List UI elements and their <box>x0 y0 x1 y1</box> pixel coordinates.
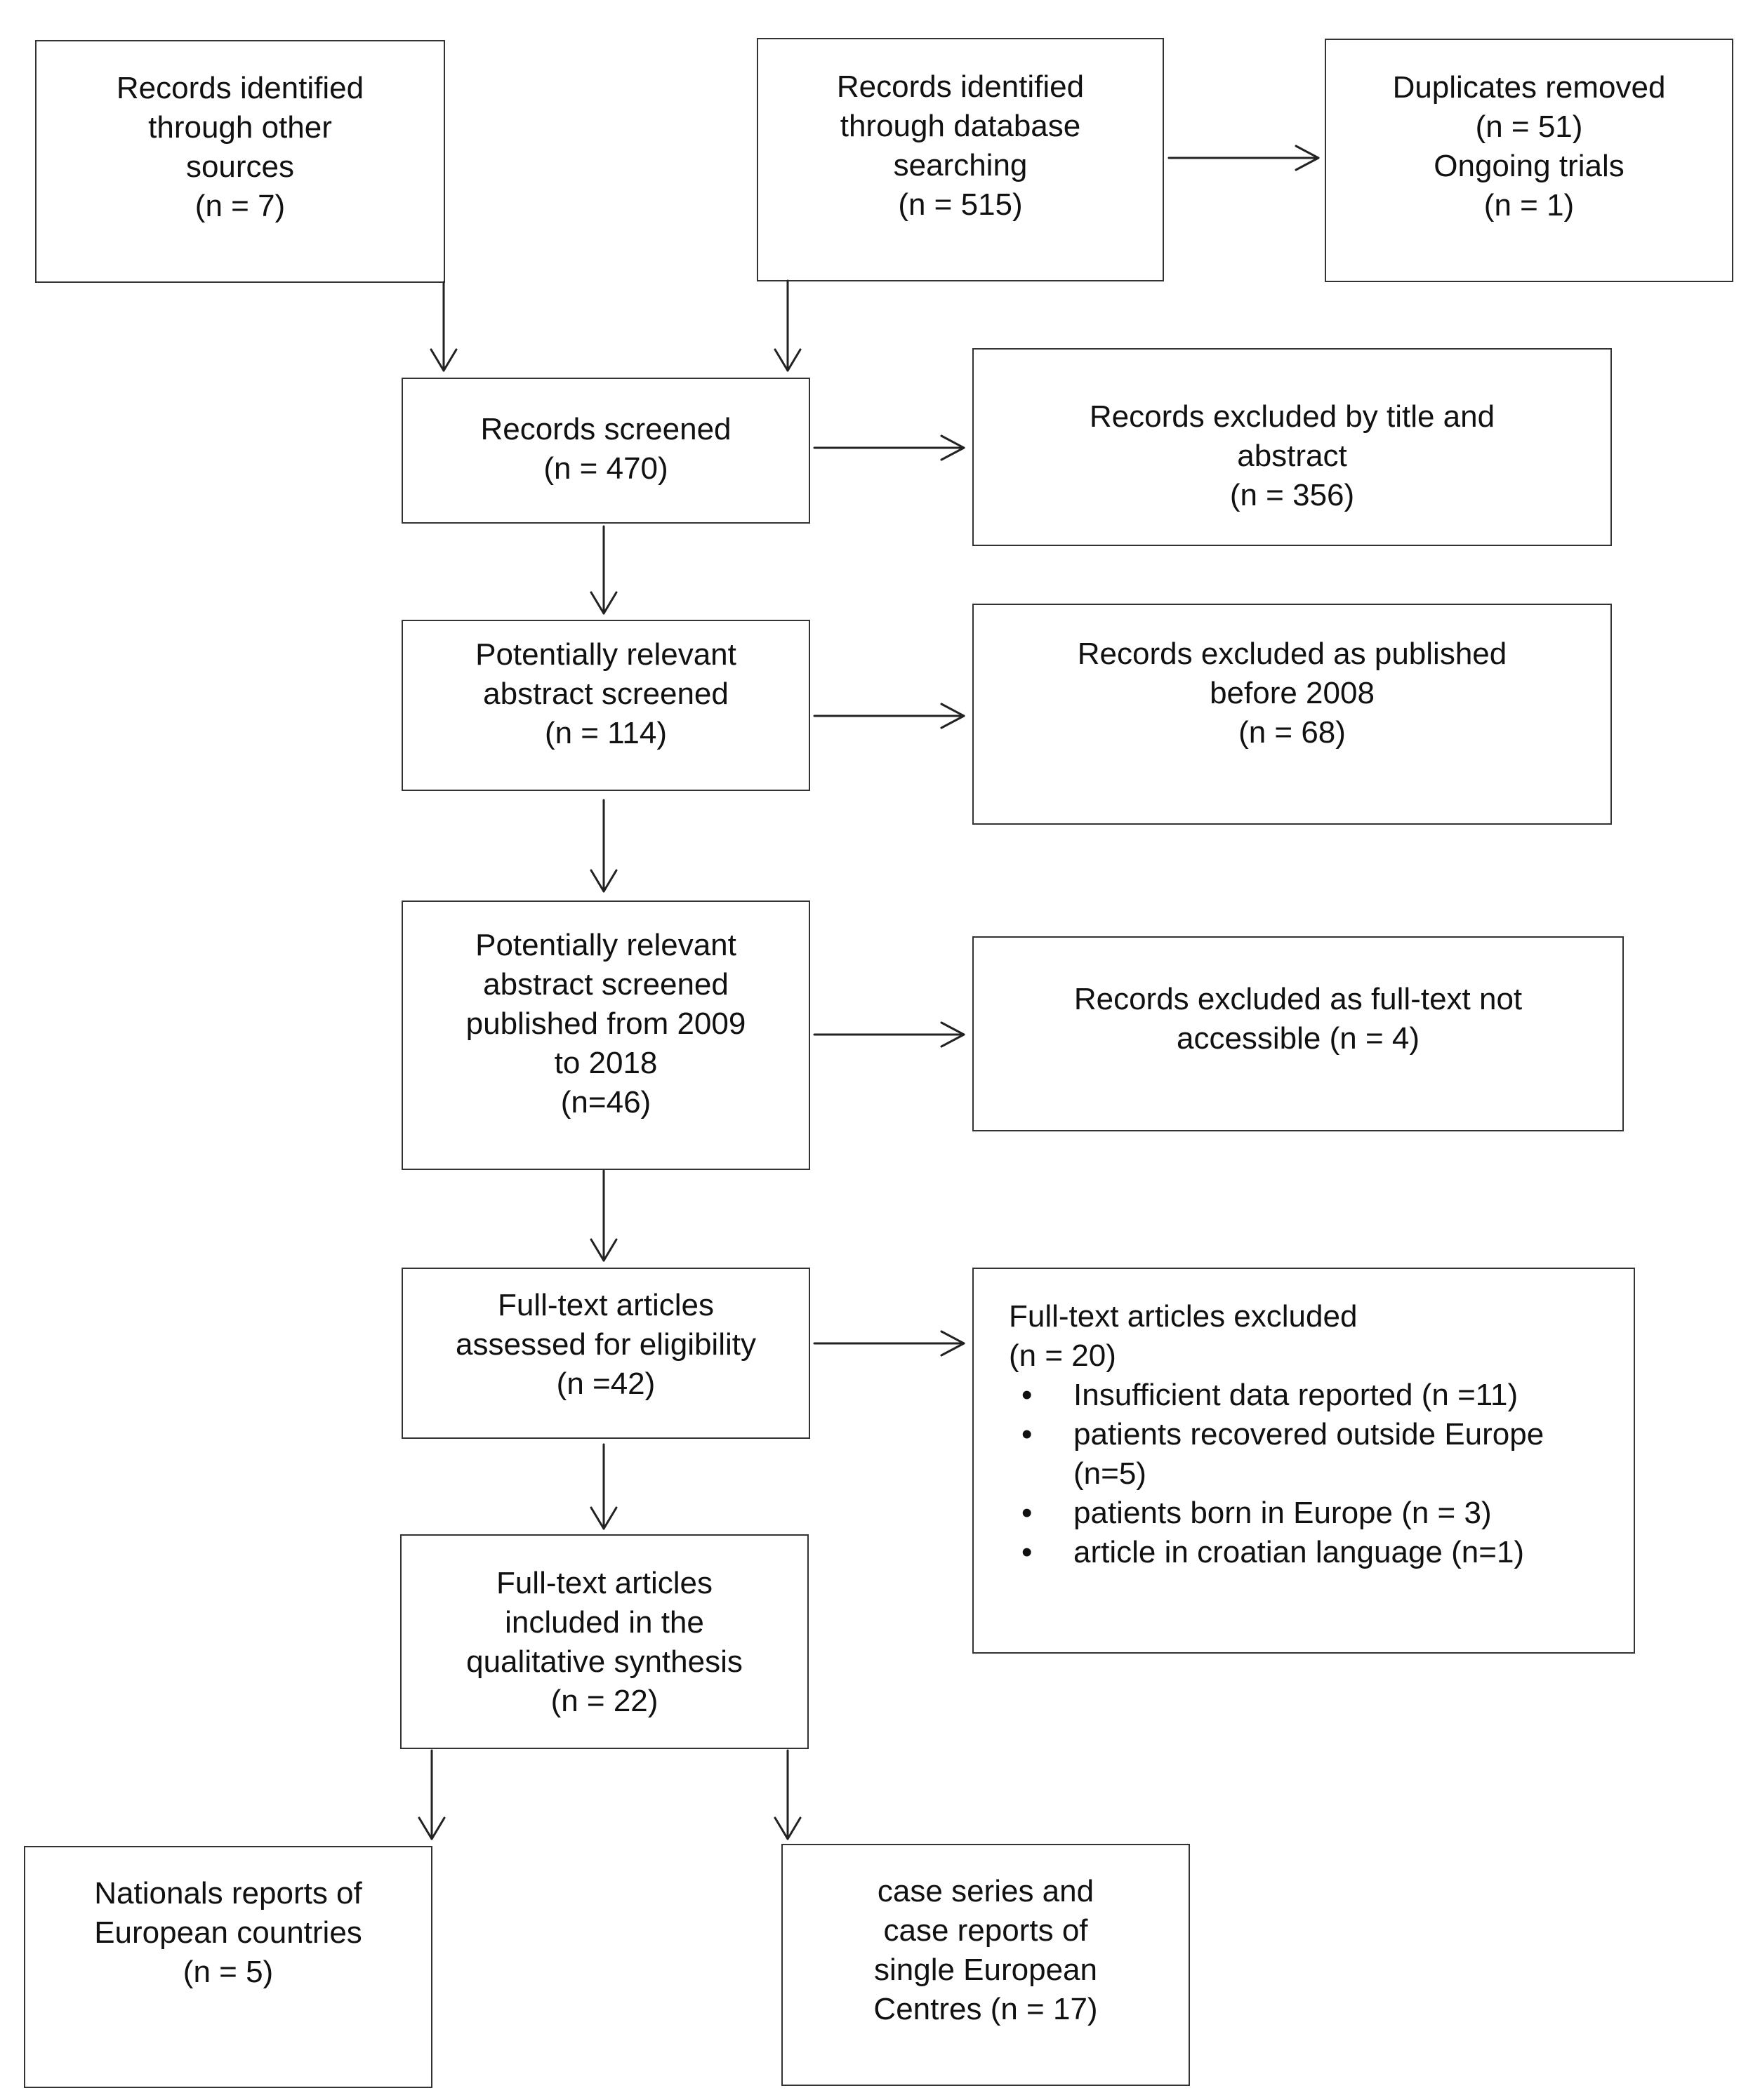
exclusion-reason: article in croatian language (n=1) <box>1009 1533 1544 1572</box>
relevant-line-1: Potentially relevant <box>475 637 736 672</box>
exclusion-reason: patients recovered outside Europe (n=5) <box>1009 1415 1544 1494</box>
potentially-relevant-box: Potentially relevant abstract screened (… <box>402 620 810 791</box>
arrow-relevant-to-relevant-2009 <box>590 799 618 893</box>
excluded-fulltext-line-2: accessible (n = 4) <box>1176 1021 1420 1056</box>
excluded-before-2008-box: Records excluded as published before 200… <box>972 604 1612 825</box>
case-series-box: case series and case reports of single E… <box>781 1844 1190 2086</box>
fulltext-excluded-count: (n = 20) <box>1009 1338 1116 1373</box>
eligibility-box: Full-text articles assessed for eligibil… <box>402 1268 810 1439</box>
arrow-relevant-2009-to-excluded-fulltext <box>813 1021 965 1048</box>
other-sources-box: Records identified through other sources… <box>35 40 445 283</box>
arrow-screened-to-excluded <box>813 434 965 461</box>
arrow-eligibility-to-fulltext-excluded <box>813 1330 965 1357</box>
case-series-line-4: Centres (n = 17) <box>873 1992 1098 2026</box>
excluded-title-abstract-box: Records excluded by title and abstract (… <box>972 348 1612 546</box>
fulltext-excluded-box: Full-text articles excluded (n = 20) Ins… <box>972 1268 1635 1654</box>
arrow-relevant-2009-to-eligibility <box>590 1169 618 1262</box>
excluded-2008-line-1: Records excluded as published <box>1077 637 1507 671</box>
eligibility-line-1: Full-text articles <box>497 1288 715 1322</box>
exclusion-reason: patients born in Europe (n = 3) <box>1009 1494 1544 1533</box>
database-search-box: Records identified through database sear… <box>757 38 1164 281</box>
relevant-2009-line-4: to 2018 <box>554 1046 658 1080</box>
excluded-2008-line-3: (n = 68) <box>1238 715 1346 750</box>
eligibility-line-3: (n =42) <box>556 1367 656 1401</box>
case-series-line-3: single European <box>873 1953 1097 1987</box>
duplicates-line-1: Duplicates removed <box>1392 69 1666 105</box>
relevant-line-3: (n = 114) <box>544 716 668 750</box>
duplicates-removed-box: Duplicates removed (n = 51) Ongoing tria… <box>1325 39 1733 282</box>
relevant-line-2: abstract screened <box>483 677 729 711</box>
national-line-2: European countries <box>94 1915 362 1950</box>
relevant-2009-line-3: published from 2009 <box>465 1006 746 1041</box>
duplicates-line-4: (n = 1) <box>1483 187 1575 222</box>
excluded-title-line-1: Records excluded by title and <box>1089 399 1495 434</box>
exclusion-reasons-list: Insufficient data reported (n =11) patie… <box>1009 1376 1544 1572</box>
arrow-screened-to-relevant <box>590 525 618 615</box>
database-line-4: (n = 515) <box>898 187 1023 222</box>
records-screened-box: Records screened (n = 470) <box>402 378 810 524</box>
fulltext-excluded-title: Full-text articles excluded <box>1009 1299 1358 1334</box>
excluded-2008-line-2: before 2008 <box>1210 676 1375 710</box>
arrow-database-to-screened <box>774 279 802 372</box>
eligibility-line-2: assessed for eligibility <box>456 1327 756 1362</box>
arrow-eligibility-to-included <box>590 1443 618 1530</box>
excluded-fulltext-not-accessible-box: Records excluded as full-text not access… <box>972 936 1624 1131</box>
national-reports-box: Nationals reports of European countries … <box>24 1846 432 2088</box>
arrow-other-to-screened <box>430 281 458 372</box>
relevant-2009-2018-box: Potentially relevant abstract screened p… <box>402 901 810 1170</box>
relevant-2009-line-5: (n=46) <box>560 1085 651 1119</box>
other-sources-line-2: through other <box>148 110 332 145</box>
excluded-title-line-2: abstract <box>1237 439 1347 473</box>
included-line-3: qualitative synthesis <box>466 1644 743 1679</box>
included-line-4: (n = 22) <box>550 1684 659 1718</box>
included-synthesis-box: Full-text articles included in the quali… <box>400 1534 809 1749</box>
relevant-2009-line-1: Potentially relevant <box>475 928 736 962</box>
excluded-title-line-3: (n = 356) <box>1229 478 1355 512</box>
other-sources-line-3: sources <box>185 149 295 184</box>
included-line-2: included in the <box>505 1605 704 1640</box>
arrow-included-to-case-series <box>774 1749 802 1840</box>
database-line-2: through database <box>840 108 1081 143</box>
included-line-1: Full-text articles <box>496 1566 713 1600</box>
duplicates-line-2: (n = 51) <box>1475 109 1583 144</box>
arrow-database-to-duplicates <box>1167 145 1320 171</box>
national-line-3: (n = 5) <box>183 1955 274 1989</box>
excluded-fulltext-line-1: Records excluded as full-text not <box>1073 982 1523 1016</box>
duplicates-line-3: Ongoing trials <box>1434 148 1625 183</box>
case-series-line-2: case reports of <box>883 1913 1088 1948</box>
relevant-2009-line-2: abstract screened <box>483 967 729 1002</box>
arrow-relevant-to-excluded-2008 <box>813 703 965 729</box>
exclusion-reason: Insufficient data reported (n =11) <box>1009 1376 1544 1415</box>
arrow-included-to-national <box>418 1749 446 1840</box>
other-sources-line-4: (n = 7) <box>194 189 286 223</box>
screened-line-2: (n = 470) <box>543 451 668 486</box>
screened-line-1: Records screened <box>480 412 732 446</box>
database-line-1: Records identified <box>836 69 1085 104</box>
case-series-line-1: case series and <box>877 1874 1094 1908</box>
database-line-3: searching <box>893 147 1028 182</box>
other-sources-line-1: Records identified <box>116 71 364 105</box>
national-line-1: Nationals reports of <box>94 1876 362 1910</box>
